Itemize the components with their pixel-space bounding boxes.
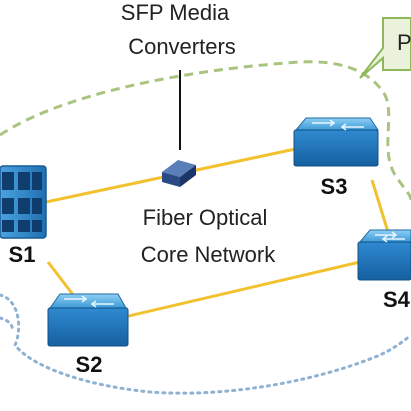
green-dashed-boundary xyxy=(0,60,411,201)
switch-s2: S2 xyxy=(47,293,129,377)
switch-s4: S4 xyxy=(357,229,411,312)
switch-s3: S3 xyxy=(293,117,379,199)
link-s3-s4 xyxy=(370,179,390,233)
callout-partial-label: P xyxy=(397,30,411,55)
switch-s3-label: S3 xyxy=(321,174,348,199)
core-network-label: Fiber Optical Core Network xyxy=(141,205,276,267)
link-s1-s2 xyxy=(46,261,76,297)
switch-s2-label: S2 xyxy=(76,352,103,377)
callout-box: P xyxy=(359,17,411,79)
link-s2-s4 xyxy=(119,260,361,320)
sfp-media-converter-icon xyxy=(162,160,196,187)
switch-s4-label: S4 xyxy=(383,287,411,312)
core-network-label-line1: Fiber Optical xyxy=(143,205,268,230)
blue-dotted-boundary xyxy=(0,293,411,395)
switch-s1-label: S1 xyxy=(9,242,36,267)
media-converter-label-line2: Converters xyxy=(128,34,236,59)
media-converter-label-line1: SFP Media xyxy=(121,0,230,25)
blue-dotted-boundary-left xyxy=(0,316,14,334)
switch-s1: S1 xyxy=(0,165,47,267)
media-converter-label: SFP Media Converters xyxy=(121,0,236,59)
core-network-label-line2: Core Network xyxy=(141,242,276,267)
